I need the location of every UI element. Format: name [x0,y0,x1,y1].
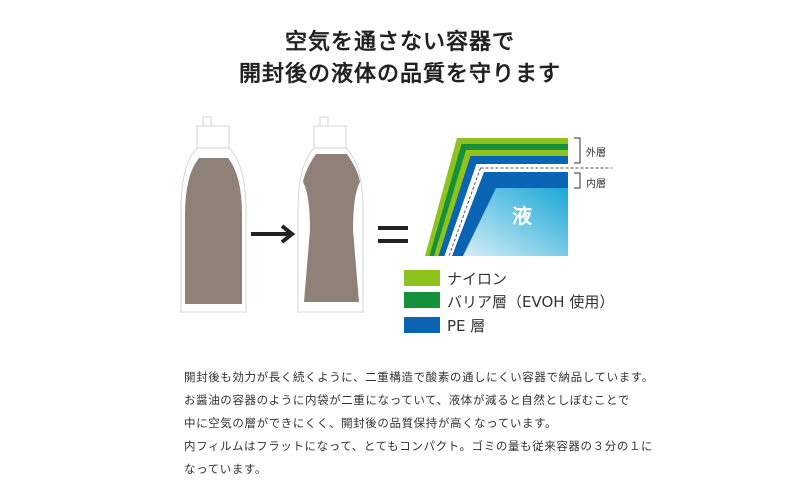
description-line: 内フィルムはフラットになって、とてもコンパクト。ゴミの量も従来容器の３分の１に [184,439,654,453]
full-bottle-icon [180,116,247,313]
arrow-right-icon [251,224,296,244]
outer-layer-label: 外層 [586,148,606,159]
layer-diagram [404,137,612,333]
legend-swatch-barrier [404,292,440,308]
title-line-1: 空気を通さない容器で [284,29,515,55]
legend-pe: PE 層 [447,317,486,335]
description-line: なっています。 [184,462,267,476]
legend-nylon: ナイロン [447,270,508,288]
description-line: 中に空気の層ができにくく、開封後の品質保持が高くなっています。 [184,416,558,430]
description-line: 開封後も効力が長く続くように、二重構造で酸素の通しにくい容器で納品しています。 [184,370,654,384]
legend-barrier: バリア層（EVOH 使用） [447,293,615,311]
equals-icon [378,226,408,243]
inner-layer-label: 内層 [586,179,606,190]
description-line: お醤油の容器のように内袋が二重になっていて、液体が減ると自然としぼむことで [184,393,630,407]
legend-swatch-pe [404,317,440,333]
liquid-label: 液 [512,204,532,228]
shrunk-bottle-icon [297,116,364,313]
title-line-2: 開封後の液体の品質を守ります [238,61,561,87]
legend-swatch-nylon [404,270,440,286]
